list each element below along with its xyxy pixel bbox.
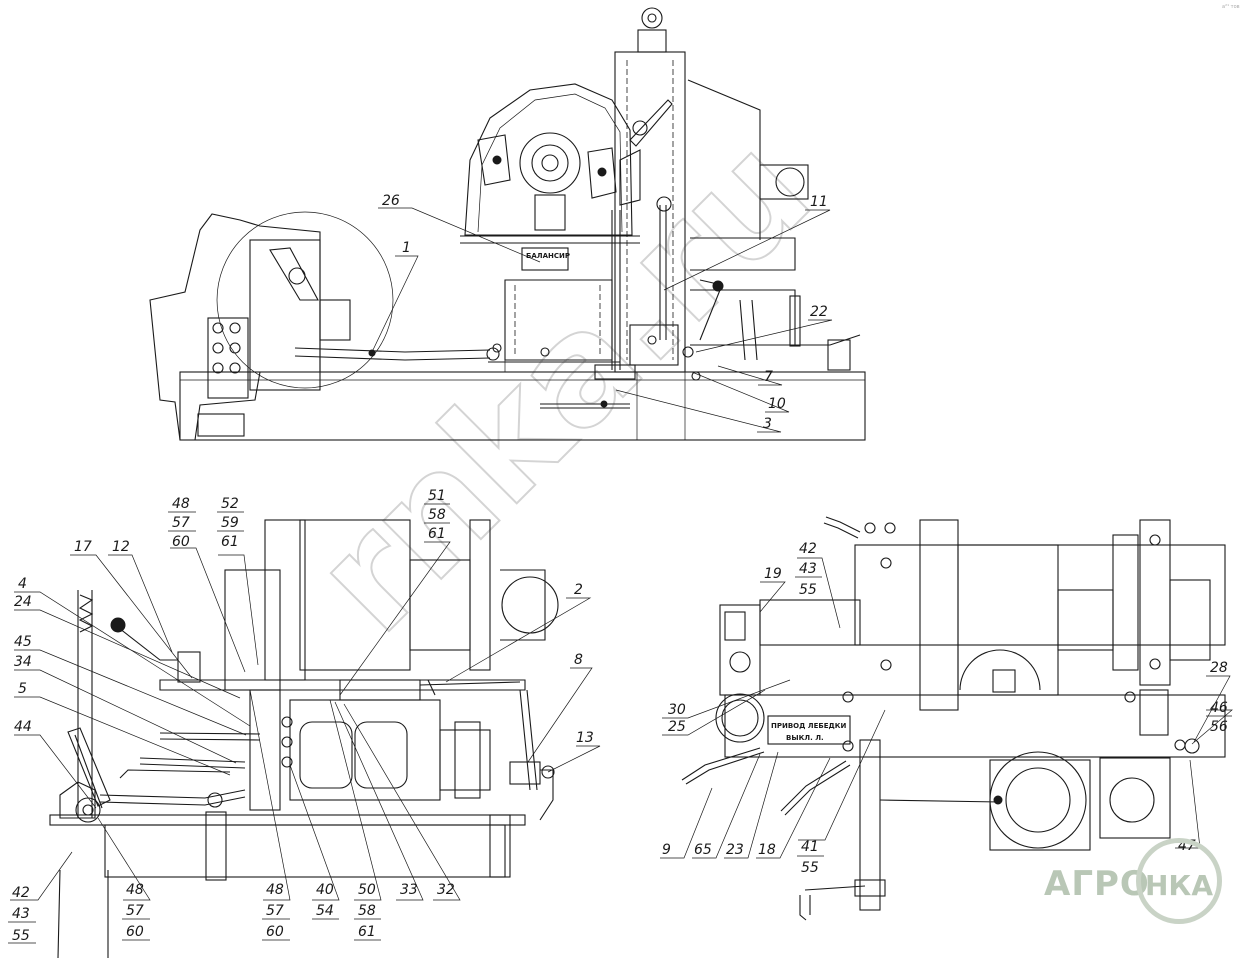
callout-label: 48 bbox=[266, 882, 284, 898]
agronka-logo: АГРО НКА bbox=[1044, 838, 1244, 938]
rod bbox=[294, 347, 491, 353]
winch-drive-plate-line1: ПРИВОД ЛЕБЕДКИ bbox=[771, 722, 846, 730]
callout-labels: 26 1 11 22 7 10 3 48 57 60 52 59 61 51 5… bbox=[8, 193, 1232, 944]
callout-label: 50 bbox=[358, 882, 376, 898]
right-axle-housing bbox=[724, 694, 1226, 758]
callout-label: 55 bbox=[12, 928, 30, 944]
callout-label: 22 bbox=[810, 304, 828, 320]
callout-label: 57 bbox=[266, 903, 284, 919]
callout-label: 57 bbox=[172, 515, 190, 531]
callout-label: 41 bbox=[801, 839, 819, 855]
callout-label: 9 bbox=[662, 842, 671, 858]
label-stack-bottom-5: 50 58 61 bbox=[354, 882, 381, 941]
logo-text: АГРО bbox=[1044, 864, 1150, 904]
callout-label: 17 bbox=[74, 539, 92, 555]
label-stack-3: 51 58 61 bbox=[424, 488, 450, 542]
callout-label: 45 bbox=[14, 634, 32, 650]
callout-label: 8 bbox=[574, 652, 583, 668]
winch-drive-plate bbox=[767, 715, 851, 745]
label-stack-bottom-2: 48 57 60 bbox=[122, 882, 150, 941]
callout-label: 57 bbox=[126, 903, 144, 919]
callout-label: 25 bbox=[668, 719, 686, 735]
callout-label: 2 bbox=[574, 582, 583, 598]
callout-label: 61 bbox=[428, 526, 446, 542]
tractor-body-outline bbox=[149, 213, 321, 441]
label-stack-bottom-4: 40 54 bbox=[312, 882, 339, 920]
callout-label: 48 bbox=[172, 496, 190, 512]
callout-label: 48 bbox=[126, 882, 144, 898]
label-stack-1: 48 57 60 bbox=[168, 496, 196, 550]
callout-label: 42 bbox=[799, 541, 817, 557]
callout-label: 28 bbox=[1210, 660, 1228, 676]
callout-label: 56 bbox=[1210, 719, 1228, 735]
label-stack-right-top: 42 43 55 bbox=[795, 541, 822, 598]
logo-ring-icon: НКА bbox=[1136, 838, 1222, 924]
callout-label: 30 bbox=[668, 702, 686, 718]
callout-label: 7 bbox=[764, 369, 773, 385]
label-stack-bottom-3: 48 57 60 bbox=[262, 882, 290, 941]
balancer-plate-text: БАЛАНСИР bbox=[526, 252, 570, 260]
callout-label: 58 bbox=[428, 507, 446, 523]
callout-label: 46 bbox=[1210, 700, 1228, 716]
gearbox-block bbox=[289, 699, 441, 801]
callout-label: 3 bbox=[763, 416, 772, 432]
callout-label: 52 bbox=[221, 496, 239, 512]
label-stack-right-41: 41 55 bbox=[797, 839, 824, 876]
frame-beam bbox=[179, 371, 866, 441]
right-side-view: ПРИВОД ЛЕБЕДКИ ВЫКЛ. Л. bbox=[681, 516, 1226, 921]
callout-label: 60 bbox=[172, 534, 190, 550]
callout-label: 60 bbox=[126, 924, 144, 940]
left-side-view bbox=[49, 519, 559, 958]
callout-label: 5 bbox=[18, 681, 27, 697]
label-stack-bottom-1: 42 43 55 bbox=[8, 885, 36, 944]
callout-label: 40 bbox=[316, 882, 334, 898]
callout-label: 58 bbox=[358, 903, 376, 919]
callout-label: 10 bbox=[768, 396, 786, 412]
balancer-plate bbox=[521, 247, 569, 271]
callout-label: 65 bbox=[694, 842, 712, 858]
callout-label: 51 bbox=[428, 488, 446, 504]
label-stack-2: 52 59 61 bbox=[217, 496, 244, 550]
callout-label: 24 bbox=[14, 594, 32, 610]
control-box bbox=[719, 604, 761, 696]
callout-label: 43 bbox=[12, 906, 30, 922]
callout-label: 61 bbox=[221, 534, 239, 550]
callout-label: 26 bbox=[382, 193, 400, 209]
callout-label: 19 bbox=[764, 566, 782, 582]
callout-label: 61 bbox=[358, 924, 376, 940]
callout-label: 18 bbox=[758, 842, 776, 858]
callout-label: 55 bbox=[799, 582, 817, 598]
callout-label: 11 bbox=[810, 194, 828, 210]
drum-housing bbox=[464, 83, 633, 236]
left-base-frame bbox=[49, 814, 526, 826]
callout-label: 59 bbox=[221, 515, 239, 531]
callout-label: 54 bbox=[316, 903, 334, 919]
callout-label: 4 bbox=[18, 576, 27, 592]
callout-label: 32 bbox=[437, 882, 455, 898]
callout-label: 43 bbox=[799, 561, 817, 577]
callout-label: 42 bbox=[12, 885, 30, 901]
corner-mark: а²¹ тов bbox=[1222, 4, 1240, 10]
callout-label: 23 bbox=[726, 842, 744, 858]
winch-drive-plate-line2: ВЫКЛ. Л. bbox=[786, 734, 824, 742]
callout-label: 13 bbox=[576, 730, 594, 746]
top-view: БАЛАНСИР bbox=[149, 7, 866, 441]
label-stack-right-46: 46 56 bbox=[1206, 700, 1232, 735]
callout-label: 12 bbox=[112, 539, 130, 555]
callout-label: 55 bbox=[801, 860, 819, 876]
logo-ring-text: НКА bbox=[1145, 869, 1213, 902]
callout-label: 1 bbox=[402, 240, 411, 256]
leader-lines bbox=[10, 207, 1233, 901]
callout-label: 33 bbox=[400, 882, 418, 898]
bolts bbox=[492, 335, 701, 381]
callout-label: 34 bbox=[14, 654, 32, 670]
callout-label: 60 bbox=[266, 924, 284, 940]
callout-label: 44 bbox=[14, 719, 32, 735]
